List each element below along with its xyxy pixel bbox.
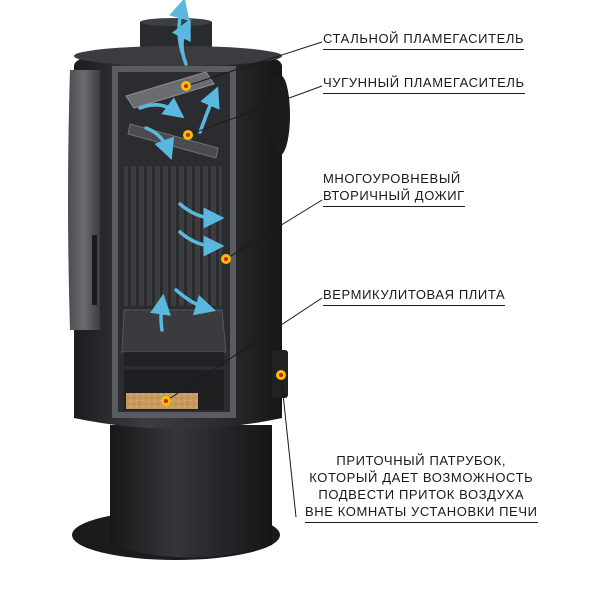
airflow-arrow xyxy=(144,126,175,160)
label-air-inlet-line-3: ПОДВЕСТИ ПРИТОК ВОЗДУХА xyxy=(318,487,525,502)
label-vermiculite-plate-text: ВЕРМИКУЛИТОВАЯ ПЛИТА xyxy=(323,286,506,306)
leader-vermiculite xyxy=(165,297,323,402)
flue-pipe-top xyxy=(140,18,212,26)
label-cast-iron-baffle: ЧУГУННЫЙ ПЛАМЕГАСИТЕЛЬ xyxy=(323,74,525,94)
airflow-arrows xyxy=(138,0,225,332)
airflow-arrow xyxy=(178,202,225,229)
marker-secondary-burn xyxy=(221,254,231,264)
marker-steel-baffle xyxy=(181,81,191,91)
label-steel-baffle: СТАЛЬНОЙ ПЛАМЕГАСИТЕЛЬ xyxy=(323,30,525,50)
airflow-arrow xyxy=(174,288,217,316)
leader-steel-baffle xyxy=(185,41,323,87)
marker-vermiculite xyxy=(161,396,171,406)
leader-cast-iron-baffle xyxy=(187,85,323,136)
label-vermiculite-plate: ВЕРМИКУЛИТОВАЯ ПЛИТА xyxy=(323,286,506,306)
firebox-floor xyxy=(121,309,227,353)
airflow-arrow xyxy=(171,18,191,66)
label-secondary-burn-line-1: МНОГОУРОВНЕВЫЙ xyxy=(323,171,461,186)
ribbed-back-wall xyxy=(124,166,222,306)
stove-top-cap xyxy=(74,46,282,66)
label-secondary-burn: МНОГОУРОВНЕВЫЙ ВТОРИЧНЫЙ ДОЖИГ xyxy=(323,170,465,207)
airflow-arrow xyxy=(138,97,185,119)
grate xyxy=(124,352,224,366)
leader-lines xyxy=(165,41,323,518)
door-handle xyxy=(92,235,97,305)
marker-cast-iron-baffle xyxy=(183,130,193,140)
steel-baffle xyxy=(125,71,215,109)
airflow-arrow xyxy=(150,293,171,332)
airflow-arrow xyxy=(178,230,225,257)
label-secondary-burn-line-2: ВТОРИЧНЫЙ ДОЖИГ xyxy=(323,187,465,207)
label-air-inlet: ПРИТОЧНЫЙ ПАТРУБОК, КОТОРЫЙ ДАЕТ ВОЗМОЖН… xyxy=(305,452,538,523)
markers xyxy=(161,81,286,406)
side-vent-upper xyxy=(270,75,290,155)
marker-air-inlet xyxy=(276,370,286,380)
label-cast-iron-baffle-text: ЧУГУННЫЙ ПЛАМЕГАСИТЕЛЬ xyxy=(323,74,525,94)
label-air-inlet-line-1: ПРИТОЧНЫЙ ПАТРУБОК, xyxy=(336,453,507,468)
leader-secondary-burn xyxy=(225,199,323,260)
label-air-inlet-line-4: ВНЕ КОМНАТЫ УСТАНОВКИ ПЕЧИ xyxy=(305,503,538,523)
label-air-inlet-line-2: КОТОРЫЙ ДАЕТ ВОЗМОЖНОСТЬ xyxy=(309,470,534,485)
stove-pedestal xyxy=(110,425,272,558)
label-steel-baffle-text: СТАЛЬНОЙ ПЛАМЕГАСИТЕЛЬ xyxy=(323,30,525,50)
leader-air-inlet xyxy=(280,374,297,518)
airflow-arrow xyxy=(198,86,220,134)
